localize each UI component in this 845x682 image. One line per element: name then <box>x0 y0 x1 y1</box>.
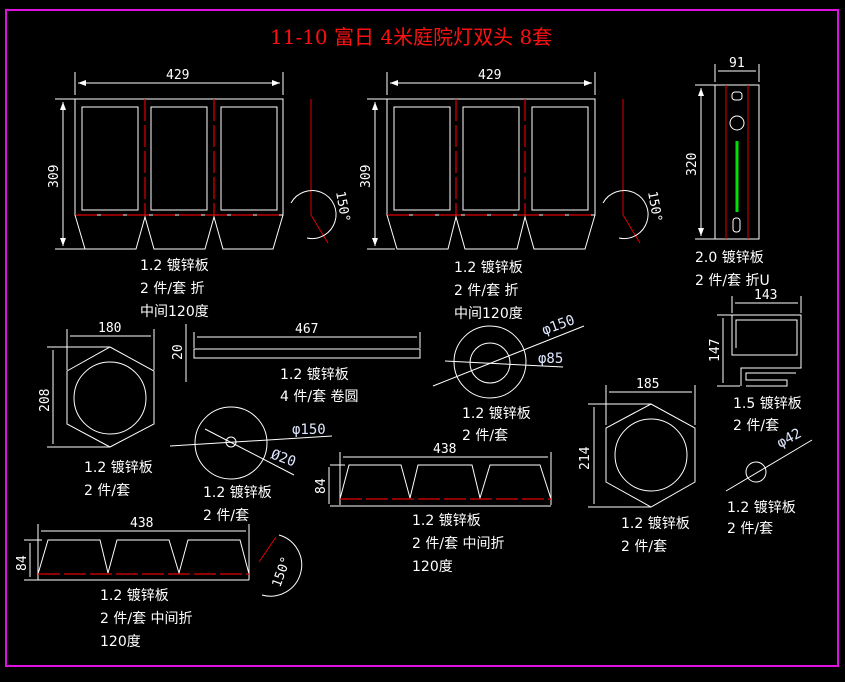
trap-2-height: 84 <box>15 555 30 571</box>
ring-outer-dia: φ150 <box>540 312 577 339</box>
post-note-qty: 2 件/套 折U <box>695 273 770 289</box>
panel-2-note-qty: 2 件/套 折 <box>454 283 519 299</box>
small-disc-note-qty: 2 件/套 <box>727 521 773 537</box>
panel-2-drawing: 429 309 150° <box>359 68 664 250</box>
hex-1-width: 180 <box>98 321 121 336</box>
panel-2-width: 429 <box>478 68 501 83</box>
strip-note-material: 1.2 镀锌板 <box>280 366 349 383</box>
drawing-title: 11-10 富日 4米庭院灯双头 8套 <box>270 25 552 49</box>
panel-1-note-fold: 中间120度 <box>140 304 209 320</box>
trap-2-note-material: 1.2 镀锌板 <box>100 587 169 604</box>
strip-note-qty: 4 件/套 卷圆 <box>280 389 359 405</box>
trap-1-note-qty: 2 件/套 中间折 <box>412 536 505 552</box>
hex-1-note-qty: 2 件/套 <box>84 483 130 499</box>
panel-2-note-material: 1.2 镀锌板 <box>454 259 523 276</box>
hex-1-height: 208 <box>38 389 53 412</box>
spiral-drawing: 143 147 <box>708 288 802 387</box>
panel-1-note-material: 1.2 镀锌板 <box>140 257 209 274</box>
post-width: 91 <box>729 56 745 71</box>
ring-inner-dia: φ85 <box>538 351 563 367</box>
panel-1-height: 309 <box>47 165 62 188</box>
spiral-note-qty: 2 件/套 <box>733 418 779 434</box>
spiral-height: 147 <box>708 339 723 362</box>
strip-width: 467 <box>295 322 318 337</box>
panel-1-angle: 150° <box>332 190 352 223</box>
strip-drawing: 467 20 <box>171 322 421 382</box>
hex-2-height: 214 <box>578 446 593 470</box>
post-height: 320 <box>685 153 700 176</box>
hex-2-drawing: 185 214 <box>578 377 696 508</box>
disc-outer-dia: φ150 <box>292 422 326 438</box>
spiral-width: 143 <box>754 288 777 303</box>
panel-1-drawing: 429 309 150° <box>47 68 352 250</box>
disc-drawing: φ150 Ø20 <box>169 406 333 480</box>
ring-drawing: φ150 φ85 <box>432 312 585 399</box>
trap-2-note-angle: 120度 <box>100 634 141 650</box>
post-note-material: 2.0 镀锌板 <box>695 249 764 266</box>
trap-2-drawing: 438 84 150° <box>15 516 303 597</box>
hex-2-width: 185 <box>636 377 659 392</box>
trap-1-drawing: 438 84 <box>314 442 552 507</box>
small-disc-note-material: 1.2 镀锌板 <box>727 499 796 516</box>
disc-inner-dia: Ø20 <box>269 447 298 471</box>
hex-1-note-material: 1.2 镀锌板 <box>84 459 153 476</box>
ring-note-material: 1.2 镀锌板 <box>462 405 531 422</box>
hex-2-note-material: 1.2 镀锌板 <box>621 515 690 532</box>
spiral-note-material: 1.5 镀锌板 <box>733 395 802 412</box>
ring-note-qty: 2 件/套 <box>462 428 508 444</box>
disc-note-material: 1.2 镀锌板 <box>203 484 272 501</box>
trap-2-note-qty: 2 件/套 中间折 <box>100 611 193 627</box>
panel-1-width: 429 <box>166 68 189 83</box>
disc-note-qty: 2 件/套 <box>203 508 249 524</box>
trap-1-height: 84 <box>314 478 329 494</box>
trap-1-note-material: 1.2 镀锌板 <box>412 512 481 529</box>
strip-height: 20 <box>171 344 186 360</box>
drawing-frame <box>5 9 839 667</box>
trap-2-width: 438 <box>130 516 153 531</box>
post-drawing: 91 320 <box>685 56 760 240</box>
small-disc-drawing: φ42 <box>725 426 813 492</box>
panel-2-height: 309 <box>359 165 374 188</box>
trap-2-angle: 150° <box>270 555 295 590</box>
panel-2-angle: 150° <box>644 190 664 223</box>
hex-2-note-qty: 2 件/套 <box>621 539 667 555</box>
hex-1-drawing: 180 208 <box>38 321 155 448</box>
panel-1-note-qty: 2 件/套 折 <box>140 281 205 297</box>
trap-1-note-angle: 120度 <box>412 559 453 575</box>
panel-2-note-fold: 中间120度 <box>454 306 523 322</box>
trap-1-width: 438 <box>433 442 456 457</box>
